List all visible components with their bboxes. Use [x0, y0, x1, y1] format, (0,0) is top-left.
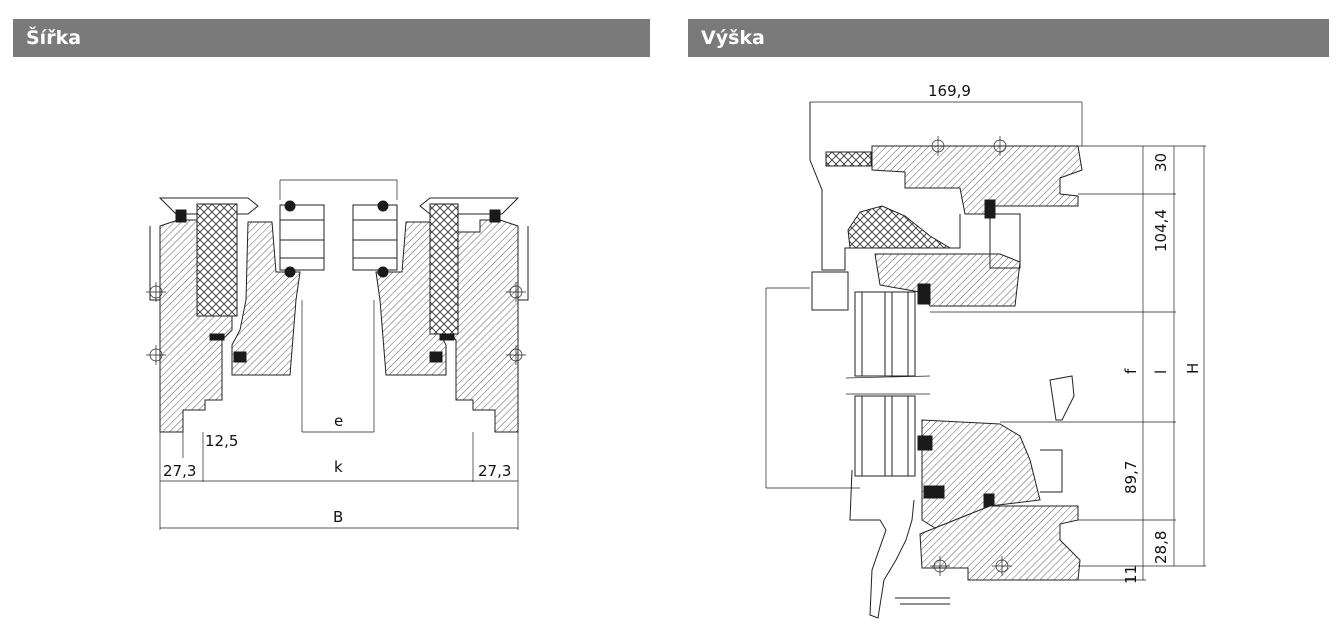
dim-B: B — [333, 508, 343, 526]
dim-l: l — [1152, 370, 1170, 374]
dim-27-3-right: 27,3 — [478, 462, 511, 480]
right-glazing — [352, 204, 398, 271]
height-section-title: Výška — [701, 27, 765, 49]
width-section-header: Šířka — [13, 19, 650, 57]
dim-k: k — [334, 458, 343, 476]
dim-11: 11 — [1122, 565, 1140, 584]
dim-f: f — [1122, 368, 1140, 374]
right-frame-profile — [445, 219, 519, 433]
left-insulation — [196, 203, 238, 317]
dim-30: 30 — [1152, 153, 1170, 172]
dim-89-7: 89,7 — [1122, 461, 1140, 494]
vertical-glazing — [854, 291, 916, 477]
width-cross-section: e 12,5 27,3 k 27,3 B — [146, 179, 529, 530]
dim-28-8: 28,8 — [1152, 531, 1170, 564]
bottom-sash-profile — [921, 419, 1041, 529]
left-sash-profile — [231, 221, 301, 376]
sill-profile — [849, 469, 915, 619]
height-fixing-marks — [928, 136, 1012, 576]
dim-H: H — [1184, 363, 1202, 374]
width-section-title: Šířka — [26, 27, 82, 49]
height-section-header: Výška — [688, 19, 1329, 57]
dim-12-5: 12,5 — [205, 432, 238, 450]
top-sash-profile — [874, 253, 1021, 307]
dim-27-3-left: 27,3 — [163, 462, 196, 480]
dim-104-4: 104,4 — [1152, 209, 1170, 252]
left-glazing — [279, 204, 325, 271]
top-insulation — [847, 205, 952, 249]
width-fixing-marks — [146, 282, 526, 365]
dim-e: e — [334, 412, 343, 430]
right-insulation — [429, 203, 459, 335]
bottom-frame-profile — [919, 505, 1081, 581]
dim-169-9: 169,9 — [928, 82, 971, 100]
top-frame-profile — [871, 145, 1083, 215]
height-cross-section: 169,9 30 104,4 f l H 89,7 28,8 11 — [765, 82, 1206, 619]
